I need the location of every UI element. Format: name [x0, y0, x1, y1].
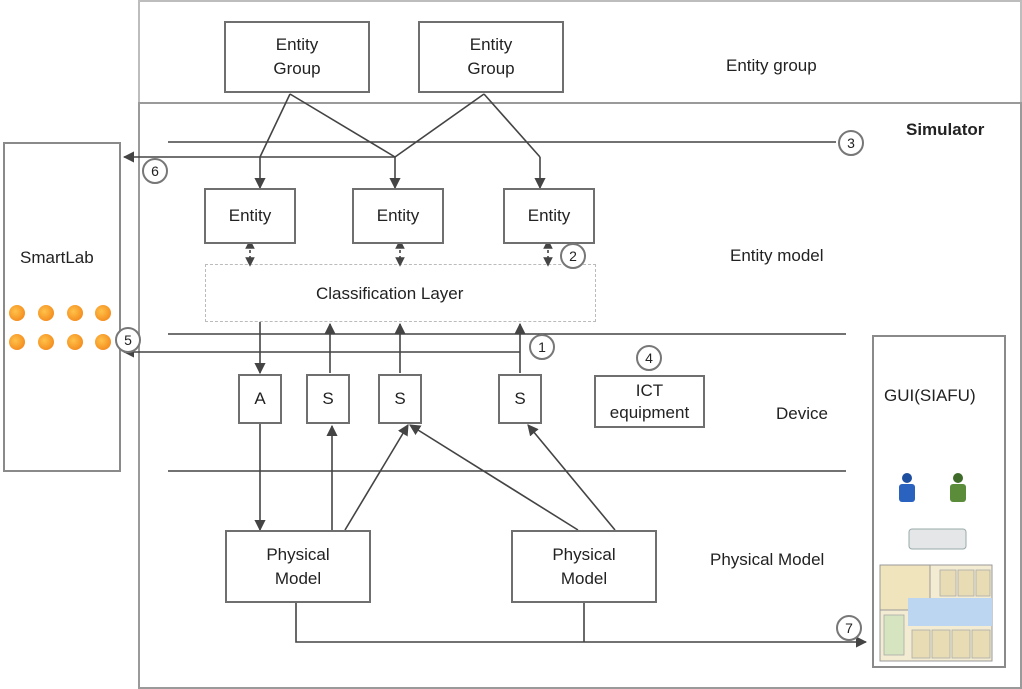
marker-3: 3 [838, 130, 864, 156]
smartlab-frame [3, 142, 121, 472]
physical-model-box: Physical Model [225, 530, 371, 603]
classification-layer-label: Classification Layer [316, 284, 464, 303]
actuator-box: A [238, 374, 282, 424]
sensor-box: S [498, 374, 542, 424]
entity-group-box: Entity Group [418, 21, 564, 93]
sensor-box: S [378, 374, 422, 424]
sensor-box: S [306, 374, 350, 424]
simulator-frame [138, 102, 1022, 689]
simulator-title: Simulator [906, 120, 985, 139]
marker-1: 1 [529, 334, 555, 360]
ict-equipment-box: ICT equipment [594, 375, 705, 428]
layer-label-device: Device [776, 404, 828, 423]
layer-label-entity-group: Entity group [726, 56, 817, 75]
marker-2: 2 [560, 243, 586, 269]
physical-model-box: Physical Model [511, 530, 657, 603]
marker-7: 7 [836, 615, 862, 641]
entity-box: Entity [503, 188, 595, 244]
marker-6: 6 [142, 158, 168, 184]
entity-box: Entity [204, 188, 296, 244]
smartlab-label: SmartLab [20, 248, 94, 267]
gui-label: GUI(SIAFU) [884, 386, 976, 405]
person-icon [950, 473, 966, 502]
person-icon [899, 473, 915, 502]
marker-5: 5 [115, 327, 141, 353]
layer-label-entity-model: Entity model [730, 246, 824, 265]
entity-group-box: Entity Group [224, 21, 370, 93]
gui-frame [872, 335, 1006, 668]
floor-plan-map [879, 564, 993, 662]
entity-box: Entity [352, 188, 444, 244]
marker-4: 4 [636, 345, 662, 371]
layer-label-physical-model: Physical Model [710, 550, 825, 569]
